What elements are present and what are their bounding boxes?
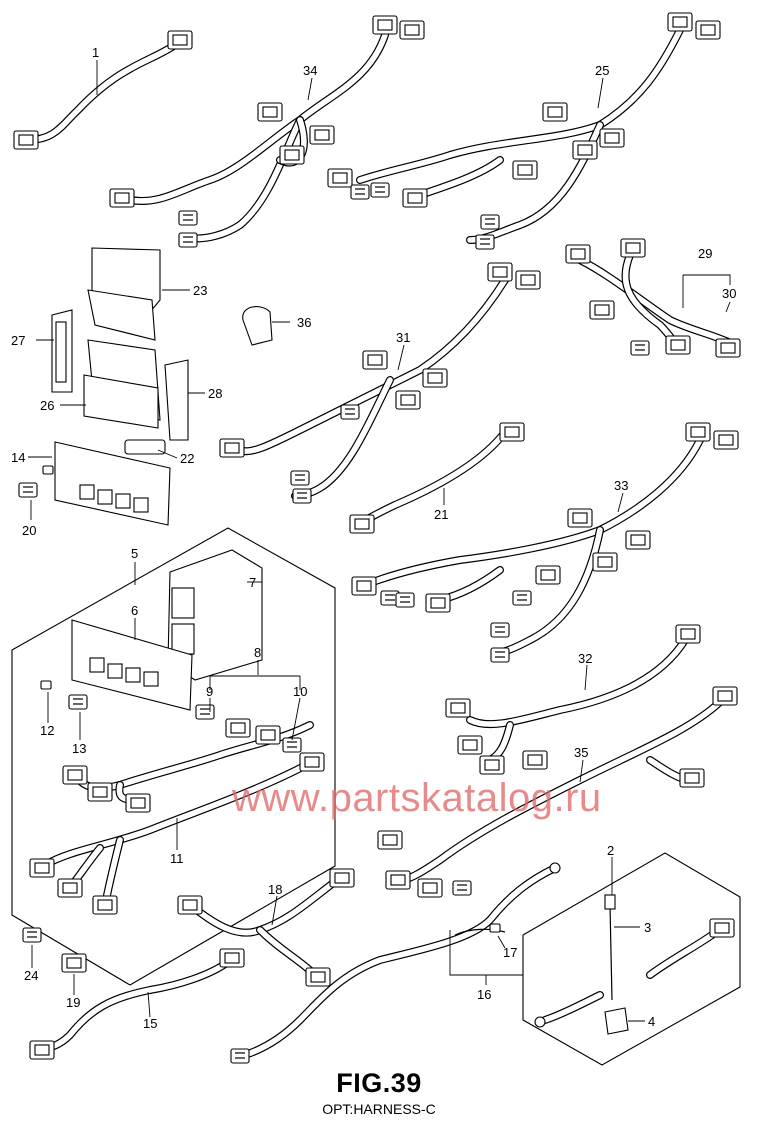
harness-part-33 [351,422,739,663]
callout-16: 16 [477,987,491,1002]
part-7-module [167,549,263,681]
leader-lines [28,60,731,1022]
part-23-cover [87,247,161,341]
part-26-ecm [83,339,161,429]
harness-part-34 [109,15,425,248]
part-20-plug [18,482,38,498]
callout-20: 20 [22,523,36,538]
callout-6: 6 [131,603,138,618]
callout-23: 23 [193,283,207,298]
callout-8: 8 [254,645,261,660]
callout-28: 28 [208,386,222,401]
callout-31: 31 [396,330,410,345]
callout-19: 19 [66,995,80,1010]
figure-subtitle: OPT:HARNESS-C [322,1101,436,1117]
part-22-pad [124,439,166,455]
part-6-fusebox [71,619,193,711]
callout-22: 22 [180,451,194,466]
harness-part-1 [13,30,193,150]
part-36-boot [242,306,273,346]
part-12-clip [40,680,52,690]
harness-part-16 [230,862,561,1064]
callout-7: 7 [249,575,256,590]
callout-9: 9 [206,684,213,699]
harness-part-35 [377,686,738,898]
callout-34: 34 [303,63,317,78]
callout-1: 1 [92,45,99,60]
harness-part-8 [62,704,314,813]
callout-labels: 1 34 25 23 36 27 26 28 22 14 20 29 30 31… [11,45,736,1031]
callout-15: 15 [143,1016,157,1031]
kit-frame-5 [11,527,336,986]
part-14-fusebox [42,441,171,526]
callout-21: 21 [434,507,448,522]
callout-3: 3 [644,920,651,935]
callout-27: 27 [11,333,25,348]
callout-25: 25 [595,63,609,78]
callout-4: 4 [648,1014,655,1029]
harness-part-2 [534,918,735,1028]
harness-part-11 [29,752,325,915]
part-3-tie [604,894,616,1001]
figure-title: FIG.39 [336,1068,422,1098]
kit-frame-2 [522,852,741,1066]
callout-30: 30 [722,286,736,301]
harness-part-15 [29,948,245,1060]
part-24-cap [22,927,42,943]
part-13-plug [68,694,88,710]
callout-24: 24 [24,968,38,983]
callout-11: 11 [170,851,184,866]
callout-2: 2 [607,843,614,858]
part-4-cap [604,1007,629,1035]
harness-part-21 [349,422,525,534]
part-27-bracket [51,309,73,393]
callout-36: 36 [297,315,311,330]
callout-13: 13 [72,741,86,756]
callout-33: 33 [614,478,628,493]
part-28-bracket [164,359,189,441]
callout-26: 26 [40,398,54,413]
callout-32: 32 [578,651,592,666]
callout-17: 17 [503,945,517,960]
harness-part-32 [445,624,701,775]
callout-18: 18 [268,882,282,897]
callout-35: 35 [574,745,588,760]
part-19-plug [61,953,87,973]
callout-12: 12 [40,723,54,738]
harness-part-31 [219,262,541,504]
watermark-text: www.partskatalog.ru [232,776,602,820]
harness-part-25 [327,12,721,250]
harness-part-29 [565,238,741,358]
callout-5: 5 [131,546,138,561]
callout-10: 10 [293,684,307,699]
harness-part-18 [177,868,355,987]
callout-29: 29 [698,246,712,261]
callout-14: 14 [11,450,25,465]
